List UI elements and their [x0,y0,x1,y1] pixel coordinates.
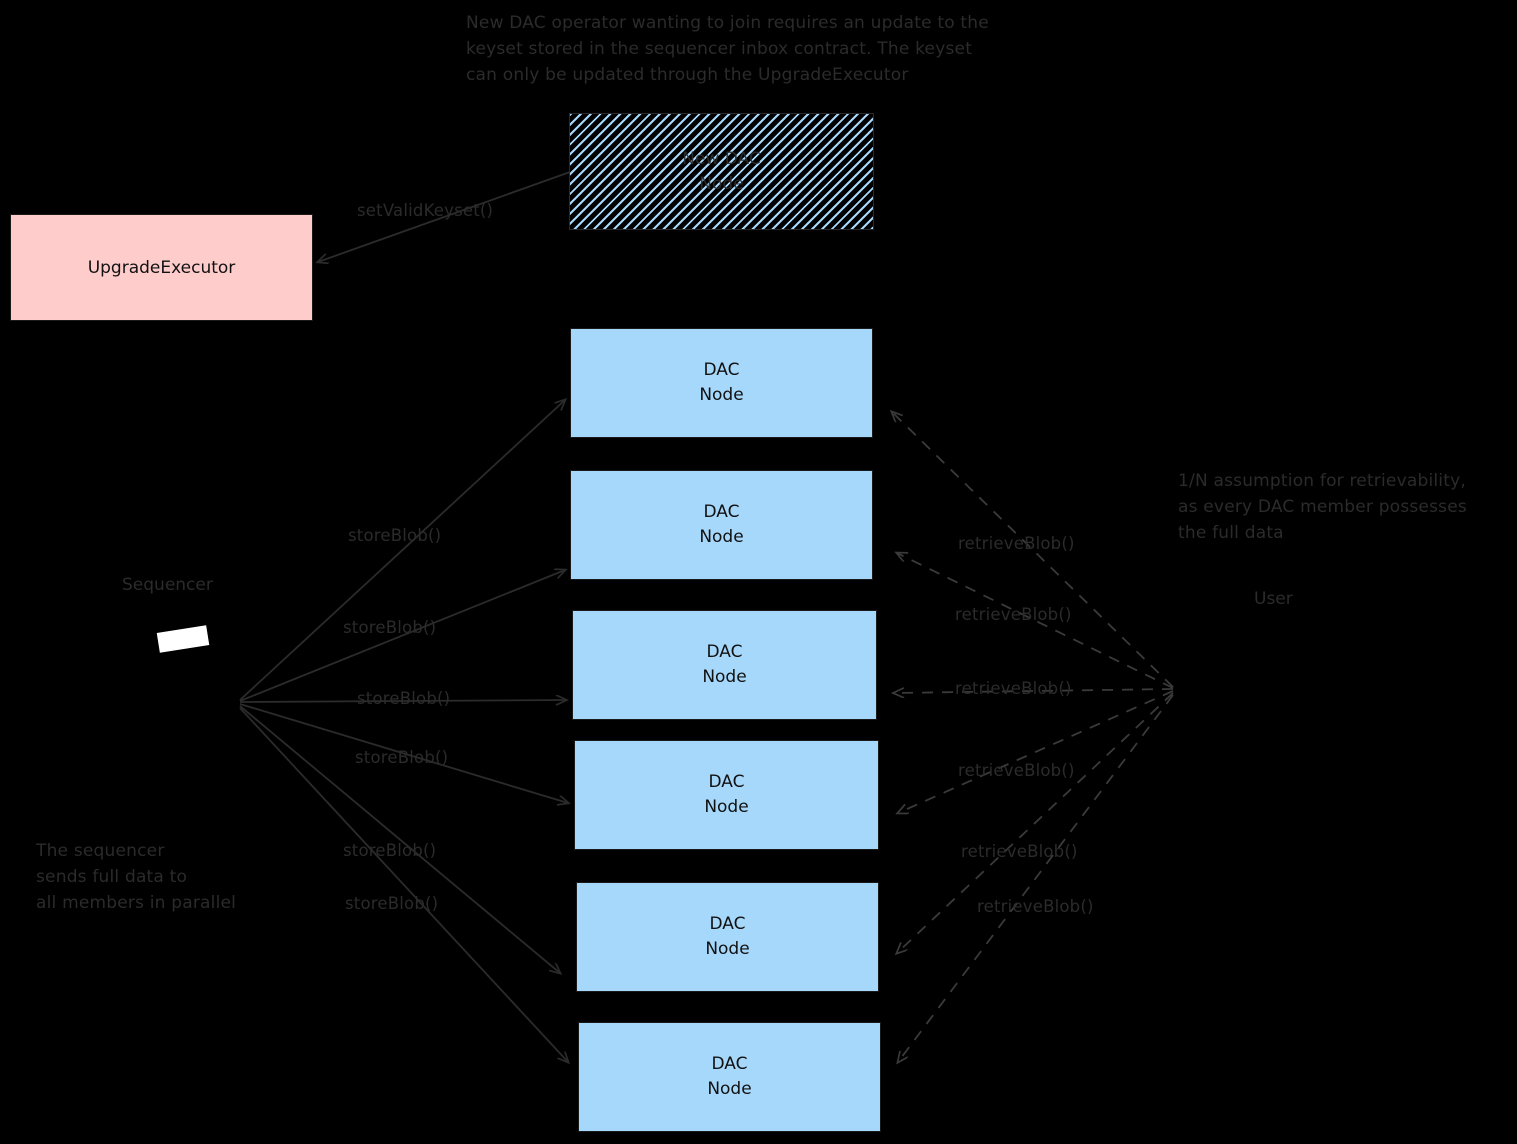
note-retrievability-assumption: 1/N assumption for retrievability, as ev… [1178,471,1467,543]
edge-label-retrieve-blob-4: retrieveBlob() [958,761,1075,780]
edge-store-blob-group [239,400,568,1062]
dac-node-label-2: DAC Node [699,502,744,547]
edge-retrieve-blob-6 [898,694,1174,1062]
edge-label-store-blob-5: storeBlob() [343,841,437,860]
edge-store-blob-2 [239,570,565,702]
edge-retrieve-blob-4 [898,690,1174,813]
dac-node-box-1[interactable]: DAC Node [570,328,873,438]
edge-label-retrieve-blob-5: retrieveBlob() [961,842,1078,861]
edge-label-set-valid-keyset: setValidKeyset() [357,201,494,220]
dac-node-label-4: DAC Node [704,772,749,817]
dac-node-box-3[interactable]: DAC Node [572,610,877,720]
edge-label-store-blob-6: storeBlob() [345,894,439,913]
edge-store-blob-3 [239,700,566,702]
sequencer-label: Sequencer [122,575,213,595]
note-sequencer-parallel: The sequencer sends full data to all mem… [36,841,237,913]
edge-retrieve-blob-1 [892,412,1174,688]
edge-retrieve-blob-5 [897,692,1174,953]
dac-node-box-6[interactable]: DAC Node [578,1022,881,1132]
user-label: User [1254,589,1293,609]
edge-store-blob-4 [239,703,568,803]
edge-label-retrieve-blob-2: retrieveBlob() [955,605,1072,624]
edge-label-store-blob-3: storeBlob() [357,689,451,708]
edge-label-retrieve-blob-1: retrieveBlob() [958,534,1075,553]
dac-node-label-1: DAC Node [699,360,744,405]
new-dac-node-label: New DAC Node [682,148,761,194]
edge-label-store-blob-1: storeBlob() [348,526,442,545]
upgrade-executor-label: UpgradeExecutor [87,257,236,278]
edge-retrieve-blob-3 [894,689,1174,693]
edge-label-store-blob-2: storeBlob() [343,618,437,637]
edge-store-blob-1 [239,400,565,701]
edge-set-valid-keyset [318,171,571,262]
new-dac-node-box[interactable]: New DAC Node [569,113,874,230]
dac-node-label-5: DAC Node [705,914,750,959]
edge-label-retrieve-blob-6: retrieveBlob() [977,897,1094,916]
edge-store-blob-6 [239,707,568,1062]
edge-label-retrieve-blob-3: retrieveBlob() [955,679,1072,698]
edge-store-blob-5 [239,705,560,973]
note-keyset-update: New DAC operator wanting to join require… [466,13,989,85]
dac-node-label-6: DAC Node [707,1054,752,1099]
edge-retrieve-blob-group [892,412,1174,1062]
upgrade-executor-box[interactable]: UpgradeExecutor [10,214,313,321]
dac-node-box-2[interactable]: DAC Node [570,470,873,580]
dac-node-box-4[interactable]: DAC Node [574,740,879,850]
dac-node-label-3: DAC Node [702,642,747,687]
dac-node-box-5[interactable]: DAC Node [576,882,879,992]
edge-label-store-blob-4: storeBlob() [355,748,449,767]
